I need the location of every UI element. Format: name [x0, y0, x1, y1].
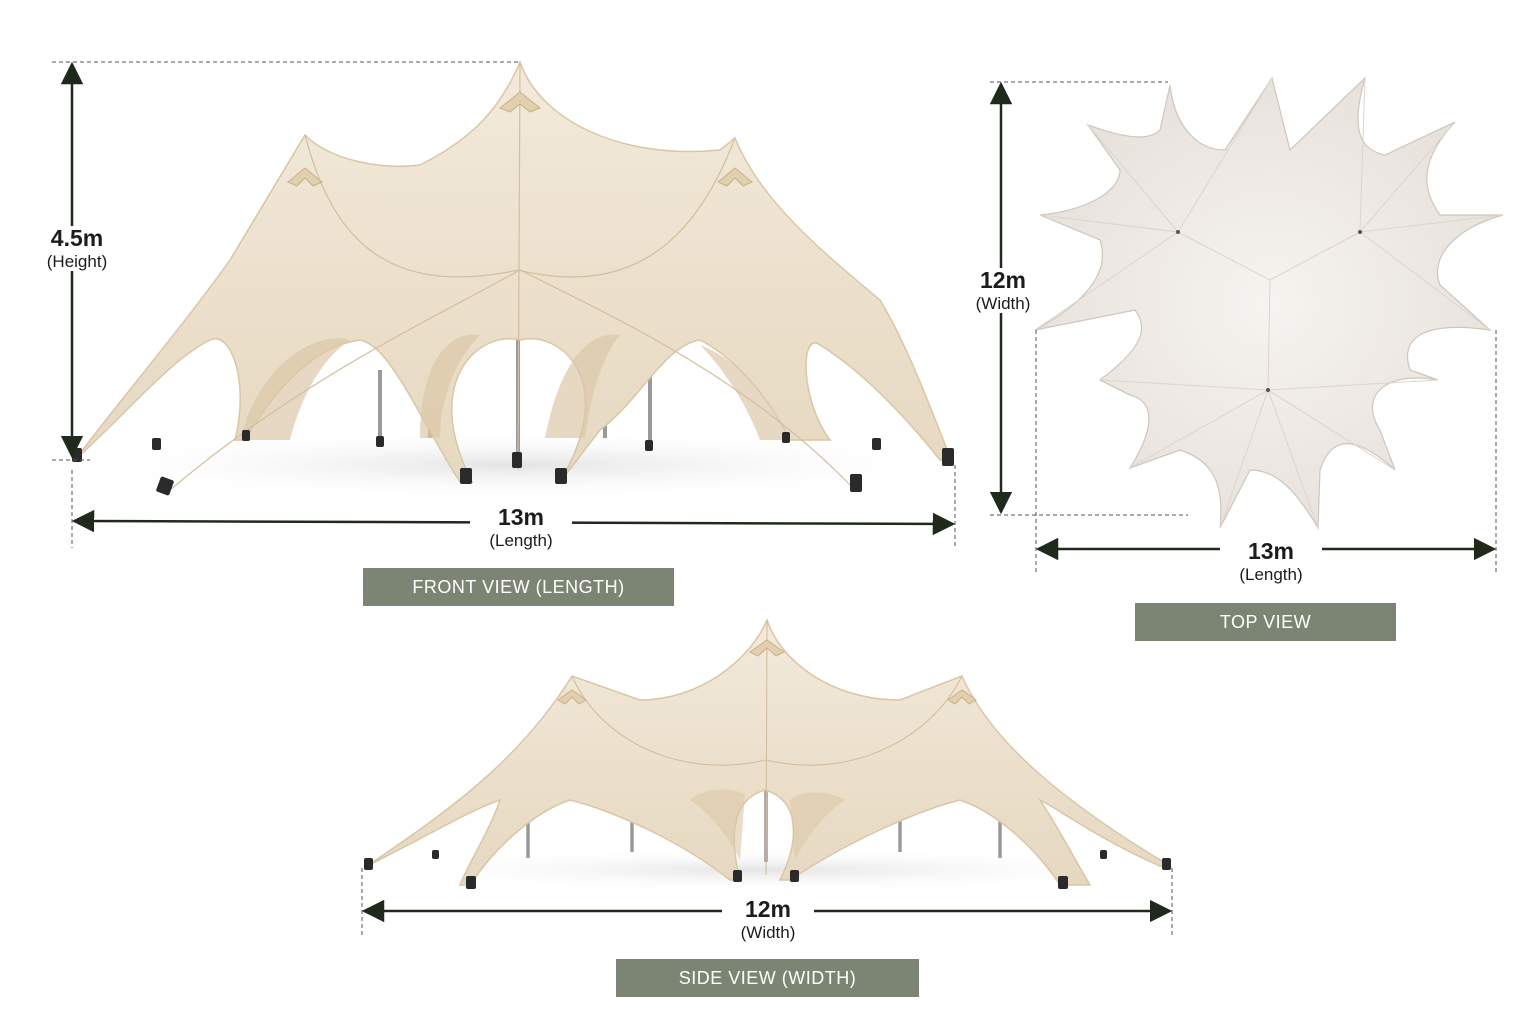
front-length-caption: (Length) — [489, 531, 553, 551]
front-height-label: 4.5m (Height) — [26, 226, 128, 271]
side-view-tent — [364, 617, 1173, 892]
side-width-value: 12m — [744, 896, 792, 922]
top-width-caption: (Width) — [975, 294, 1031, 314]
side-width-caption: (Width) — [740, 923, 796, 943]
side-width-label: 12m (Width) — [722, 897, 814, 942]
top-width-label: 12m (Width) — [956, 268, 1050, 313]
top-length-caption: (Length) — [1239, 565, 1303, 585]
top-length-label: 13m (Length) — [1220, 539, 1322, 584]
top-length-value: 13m — [1247, 538, 1295, 564]
top-view-tag: TOP VIEW — [1135, 603, 1396, 641]
front-length-value: 13m — [497, 504, 545, 530]
top-view-tent — [1034, 76, 1504, 531]
front-view-tent — [45, 59, 985, 500]
front-height-caption: (Height) — [46, 252, 108, 272]
front-view-tag: FRONT VIEW (LENGTH) — [363, 568, 674, 606]
top-width-value: 12m — [979, 267, 1027, 293]
front-height-value: 4.5m — [50, 225, 104, 251]
side-view-tag: SIDE VIEW (WIDTH) — [616, 959, 919, 997]
front-length-label: 13m (Length) — [470, 505, 572, 550]
